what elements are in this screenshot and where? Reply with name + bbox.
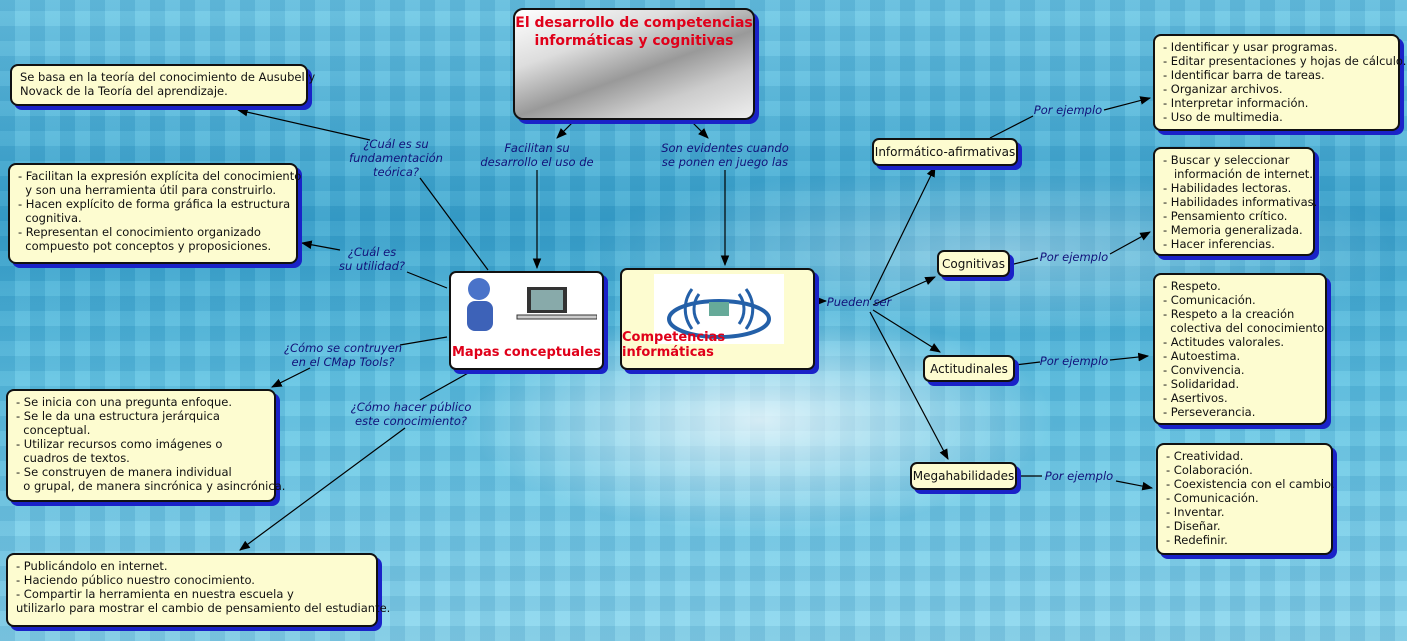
box-utilidad[interactable]: - Facilitan la expresión explícita del c… [8,163,301,264]
link-pueden-ser: Pueden ser [826,295,892,309]
concept-megahabilidades[interactable]: Megahabilidades [910,462,1017,490]
concept-cognitivas[interactable]: Cognitivas [937,250,1010,277]
concept-competencias-informaticas[interactable]: Competencias informáticas [620,268,815,370]
link-por-ejemplo-1: Por ejemplo [1033,103,1103,117]
link-construyen: ¿Cómo se contruyen en el CMap Tools? [283,341,403,369]
box-actitudinales-ejemplos[interactable]: - Respeto. - Comunicación. - Respeto a l… [1153,273,1328,425]
concept-mapas-conceptuales[interactable]: Mapas conceptuales [449,271,604,370]
link-utilidad: ¿Cuál es su utilidad? [338,245,406,273]
link-fundamentacion: ¿Cuál es su fundamentación teórica? [349,137,443,179]
concept-informatico-afirmativas[interactable]: Informático-afirmativas [872,138,1018,166]
box-informatico-ejemplos[interactable]: - Identificar y usar programas. - Editar… [1153,34,1406,131]
person-computer-icon [467,278,597,331]
link-facilitan: Facilitan su desarrollo el uso de [480,141,594,169]
link-publico: ¿Cómo hacer público este conocimiento? [350,400,472,428]
concept-actitudinales[interactable]: Actitudinales [923,355,1015,382]
link-por-ejemplo-4: Por ejemplo [1044,469,1114,483]
box-cognitivas-ejemplos[interactable]: - Buscar y seleccionar información de in… [1153,147,1317,256]
box-construccion[interactable]: - Se inicia con una pregunta enfoque. - … [6,389,285,502]
link-evidentes: Son evidentes cuando se ponen en juego l… [661,141,789,169]
main-concept-text: El desarrollo de competencias informátic… [515,15,753,49]
concept-label: Mapas conceptuales [451,345,602,360]
box-megahabilidades-ejemplos[interactable]: - Creatividad. - Colaboración. - Coexist… [1156,443,1335,555]
main-concept-title[interactable]: El desarrollo de competencias informátic… [513,8,755,120]
box-publicar[interactable]: - Publicándolo en internet. - Haciendo p… [6,553,390,627]
link-por-ejemplo-2: Por ejemplo [1039,250,1109,264]
link-por-ejemplo-3: Por ejemplo [1039,354,1109,368]
wireless-signal-icon [654,274,784,344]
box-ausubel[interactable]: Se basa en la teoría del conocimiento de… [10,64,315,106]
concept-label: Competencias informáticas [622,330,726,360]
